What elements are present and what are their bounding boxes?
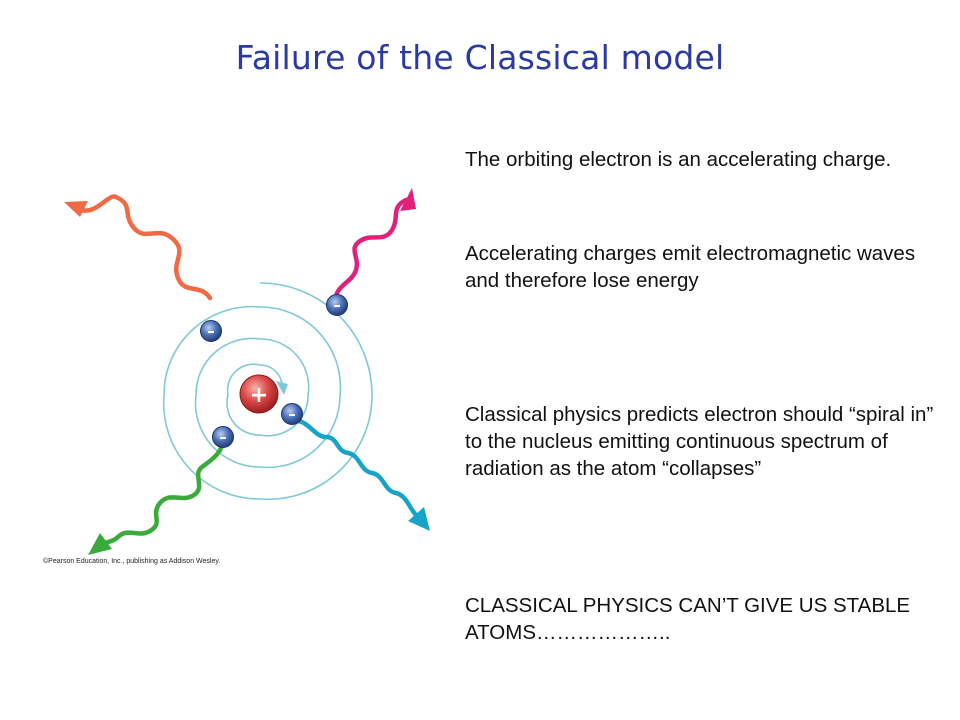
paragraph-conclusion: CLASSICAL PHYSICS CAN’T GIVE US STABLE A… [465, 592, 935, 646]
wave-orange-arrowhead [64, 201, 88, 217]
spiral-orbit [162, 282, 373, 501]
wave-pink-arrowhead [400, 188, 416, 211]
image-credit: ©Pearson Education, Inc., publishing as … [43, 558, 221, 565]
paragraph-emit-waves: Accelerating charges emit electromagneti… [465, 240, 935, 294]
paragraph-text: Accelerating charges emit electromagneti… [465, 242, 916, 292]
spiral-arrowhead [276, 381, 288, 395]
electron-upper-left: – [200, 320, 222, 342]
wave-pink [332, 197, 409, 305]
atom-spiral-diagram: + – – – – [64, 188, 430, 555]
slide-title: Failure of the Classical model [235, 38, 725, 77]
electron-lower-left: – [212, 426, 234, 448]
wave-orange [75, 194, 213, 301]
electron-symbol: – [288, 405, 296, 423]
paragraph-accelerating-charge: The orbiting electron is an accelerating… [465, 146, 935, 173]
wave-green [99, 436, 226, 548]
paragraph-text: The orbiting electron is an accelerating… [465, 148, 892, 171]
electron-symbol: – [207, 322, 215, 340]
electron-symbol: – [333, 296, 341, 314]
paragraph-text: CLASSICAL PHYSICS CAN’T GIVE US STABLE A… [465, 594, 911, 644]
wave-green-arrowhead [88, 533, 112, 555]
electron-upper-right: – [326, 294, 348, 316]
nucleus-symbol: + [250, 383, 268, 408]
electron-symbol: – [219, 428, 227, 446]
paragraph-text: Classical physics predicts electron shou… [465, 403, 934, 480]
wave-cyan [291, 418, 419, 518]
paragraph-spiral-in: Classical physics predicts electron shou… [465, 401, 935, 482]
electron-inner: – [281, 403, 303, 425]
nucleus: + [239, 374, 279, 414]
wave-cyan-arrowhead [408, 507, 430, 531]
